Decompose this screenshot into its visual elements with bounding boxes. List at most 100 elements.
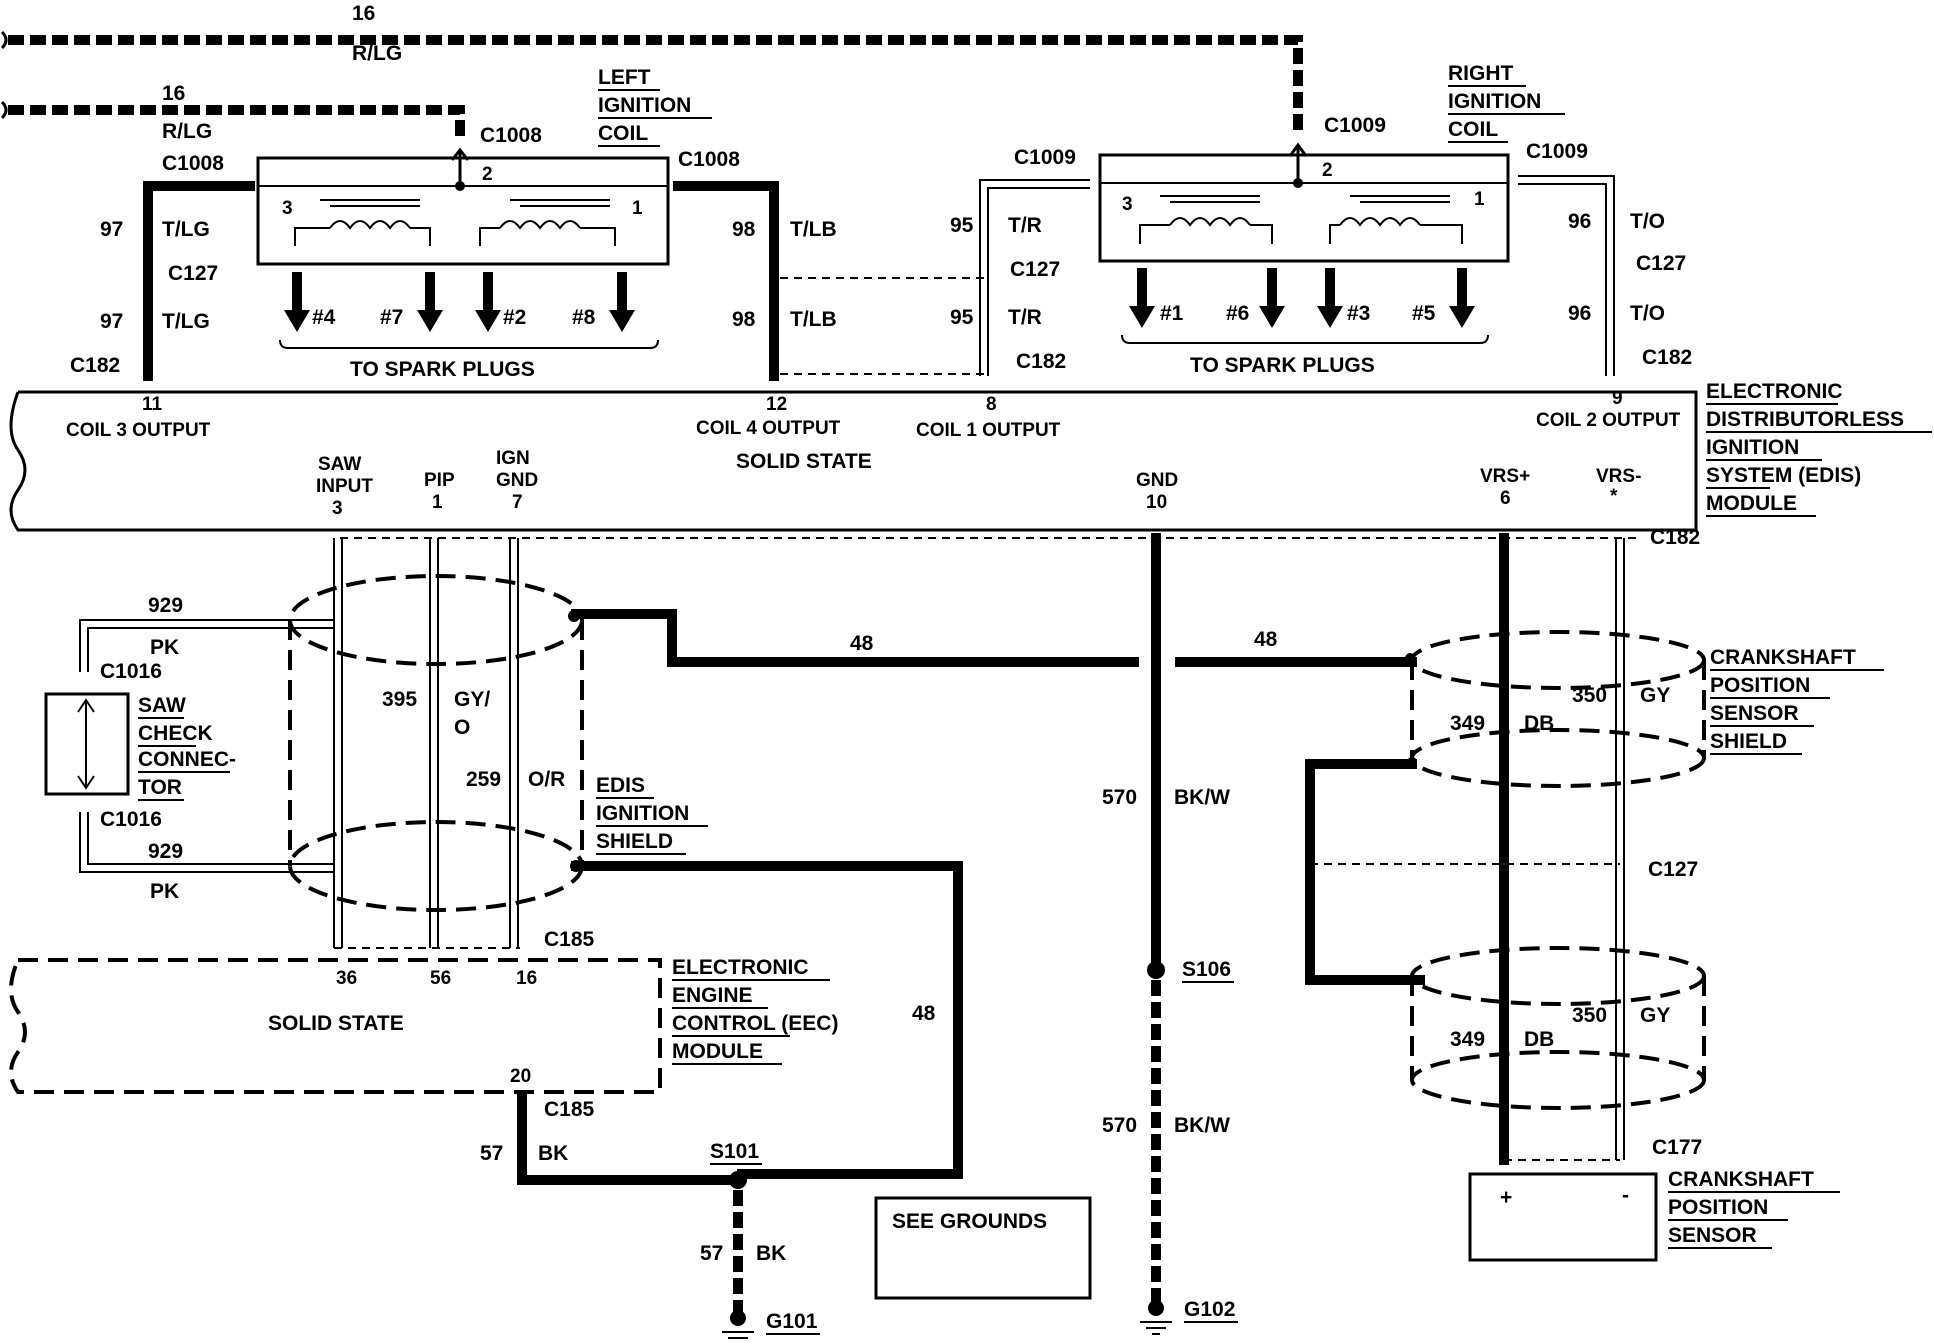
svg-text:SHIELD: SHIELD: [596, 830, 673, 853]
svg-text:ENGINE: ENGINE: [672, 984, 753, 1007]
svg-text:SEE GROUNDS: SEE GROUNDS: [892, 1210, 1047, 1233]
svg-text:COIL 2 OUTPUT: COIL 2 OUTPUT: [1536, 410, 1681, 431]
svg-text:11: 11: [142, 394, 163, 415]
wire-570: 570 BK/W 570 BK/W S106 G102: [1102, 533, 1238, 1335]
svg-text:350: 350: [1572, 1004, 1607, 1027]
plug-label-8: #8: [572, 306, 596, 329]
right-to-spark-plugs: TO SPARK PLUGS: [1190, 354, 1375, 377]
svg-text:INPUT: INPUT: [316, 476, 373, 497]
svg-text:48: 48: [850, 632, 874, 655]
plug-label-2: #2: [503, 306, 526, 329]
svg-text:GND: GND: [496, 470, 538, 491]
svg-text:1: 1: [432, 492, 443, 513]
svg-text:+: +: [1500, 1186, 1512, 1209]
svg-text:EDIS: EDIS: [596, 774, 645, 797]
svg-text:C185: C185: [544, 928, 595, 951]
plug-label-6: #6: [1226, 302, 1249, 325]
crankshaft-position-sensor-shield: CRANKSHAFT POSITION SENSOR SHIELD: [1405, 630, 1884, 1110]
c182-bottom: C182: [1650, 526, 1700, 549]
svg-text:SENSOR: SENSOR: [1668, 1224, 1757, 1247]
svg-text:96: 96: [1568, 302, 1591, 325]
svg-text:POSITION: POSITION: [1668, 1196, 1768, 1219]
edis-module: 11 COIL 3 OUTPUT 12 COIL 4 OUTPUT 8 COIL…: [9, 380, 1932, 532]
svg-text:BK: BK: [538, 1142, 568, 1165]
svg-text:57: 57: [700, 1242, 723, 1265]
right-plug-arrows: [1129, 268, 1475, 328]
eec-module: 36 56 16 20 SOLID STATE C185 ELECTRONIC …: [9, 928, 838, 1094]
svg-text:SHIELD: SHIELD: [1710, 730, 1787, 753]
svg-text:PK: PK: [150, 880, 179, 903]
svg-text:10: 10: [1146, 492, 1167, 513]
svg-text:MODULE: MODULE: [672, 1040, 763, 1063]
svg-text:O: O: [454, 716, 470, 739]
svg-text:G101: G101: [766, 1310, 818, 1333]
svg-text:SOLID STATE: SOLID STATE: [268, 1012, 404, 1035]
svg-text:C177: C177: [1652, 1136, 1702, 1159]
c182-1: C182: [70, 354, 120, 377]
svg-text:3: 3: [332, 498, 343, 519]
svg-text:IGN: IGN: [496, 448, 530, 469]
svg-text:IGNITION: IGNITION: [1706, 436, 1799, 459]
svg-text:T/R: T/R: [1008, 214, 1042, 237]
svg-text:T/LG: T/LG: [162, 218, 210, 241]
svg-text:95: 95: [950, 306, 974, 329]
svg-text:PIP: PIP: [424, 470, 455, 491]
left-plug-arrows: [284, 272, 635, 332]
svg-text:T/R: T/R: [1008, 306, 1042, 329]
crankshaft-sensor-wires: 349 DB 350 GY 349 DB 350 GY C127 C177: [1305, 533, 1702, 1165]
svg-text:ELECTRONIC: ELECTRONIC: [672, 956, 809, 979]
svg-text:DB: DB: [1524, 1028, 1554, 1051]
svg-text:C1016: C1016: [100, 808, 162, 831]
svg-text:SAW: SAW: [318, 454, 361, 475]
right-coil-pin-1: 1: [1474, 189, 1485, 210]
edis-ignition-shield: EDIS IGNITION SHIELD: [288, 574, 708, 912]
c1009-left: C1009: [1014, 146, 1076, 169]
svg-text:SAW: SAW: [138, 694, 186, 717]
svg-text:CONTROL (EEC): CONTROL (EEC): [672, 1012, 838, 1035]
svg-text:ELECTRONIC: ELECTRONIC: [1706, 380, 1843, 403]
svg-text:929: 929: [148, 840, 183, 863]
wire-color-top: R/LG: [352, 42, 402, 65]
svg-text:395: 395: [382, 688, 417, 711]
c182-2: C182: [1016, 350, 1066, 373]
svg-text:570: 570: [1102, 1114, 1137, 1137]
plug-label-3: #3: [1347, 302, 1370, 325]
left-coil-title-1: LEFT: [598, 66, 651, 89]
svg-text:97: 97: [100, 218, 123, 241]
edis-eec-signal-wires: 929 PK 929 PK 395 GY/ O 259 O/R: [79, 538, 565, 949]
right-coil-pin-2: 2: [1322, 160, 1333, 181]
svg-text:GY: GY: [1640, 684, 1670, 707]
svg-text:349: 349: [1450, 1028, 1485, 1051]
svg-text:DISTRIBUTORLESS: DISTRIBUTORLESS: [1706, 408, 1904, 431]
plug-label-5: #5: [1412, 302, 1436, 325]
svg-text:350: 350: [1572, 684, 1607, 707]
svg-text:C127: C127: [1648, 858, 1698, 881]
svg-text:16: 16: [516, 968, 537, 989]
svg-text:97: 97: [100, 310, 123, 333]
svg-text:T/O: T/O: [1630, 210, 1665, 233]
c1009-top: C1009: [1324, 114, 1386, 137]
svg-text:SOLID STATE: SOLID STATE: [736, 450, 872, 473]
svg-text:CRANKSHAFT: CRANKSHAFT: [1710, 646, 1856, 669]
c182-3: C182: [1642, 346, 1692, 369]
left-coil-pin-1: 1: [632, 198, 643, 219]
svg-text:929: 929: [148, 594, 183, 617]
see-grounds-box: SEE GROUNDS: [874, 1196, 1092, 1300]
svg-text:CONNEC-: CONNEC-: [138, 748, 236, 771]
svg-text:GY/: GY/: [454, 688, 490, 711]
svg-text:570: 570: [1102, 786, 1137, 809]
wire-97: 97 T/LG 97 T/LG: [100, 181, 255, 381]
svg-text:T/O: T/O: [1630, 302, 1665, 325]
svg-text:7: 7: [512, 492, 523, 513]
right-coil-pin-3: 3: [1122, 194, 1133, 215]
svg-text:BK/W: BK/W: [1174, 1114, 1230, 1137]
svg-text:POSITION: POSITION: [1710, 674, 1810, 697]
plug-label-4: #4: [312, 306, 336, 329]
svg-text:G102: G102: [1184, 1298, 1235, 1321]
c127-2: C127: [1010, 258, 1060, 281]
svg-text:36: 36: [336, 968, 357, 989]
connector-labels-top: C1008 C1008 C1008 C1009 C1009 C1009 C127…: [70, 114, 1692, 377]
svg-text:C185: C185: [544, 1098, 595, 1121]
svg-text:GND: GND: [1136, 470, 1178, 491]
